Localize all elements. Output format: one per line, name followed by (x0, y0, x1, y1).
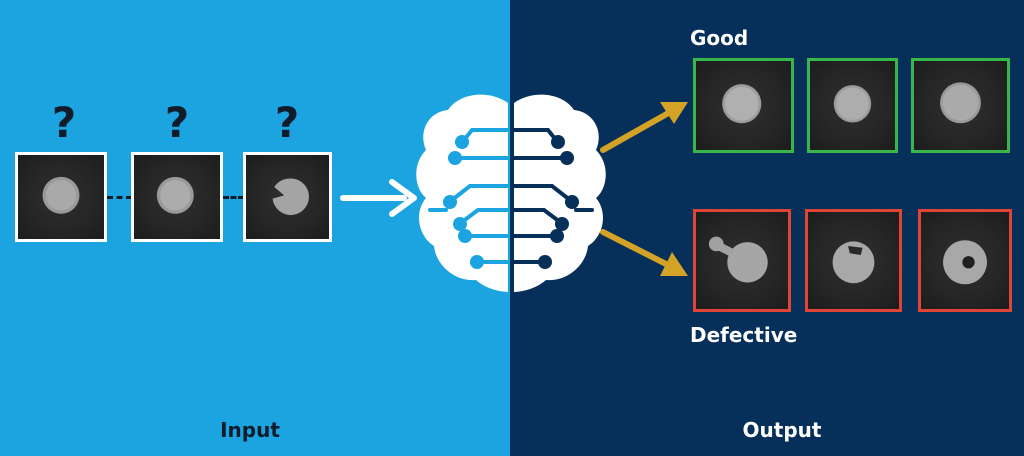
sequence-connector (223, 196, 244, 199)
pellet-image (833, 85, 872, 123)
good-sample-1 (693, 58, 794, 153)
sequence-connector (107, 196, 132, 199)
pellet-image-chipped (272, 178, 309, 215)
output-label: Output (742, 418, 822, 442)
input-sample-3 (243, 152, 332, 242)
good-sample-3 (911, 58, 1010, 153)
unknown-mark-3: ? (274, 98, 300, 147)
defective-sample-1 (693, 209, 791, 312)
input-label: Input (220, 418, 280, 442)
good-sample-2 (807, 58, 898, 153)
pellet-image (940, 82, 981, 124)
input-sample-2 (131, 152, 223, 242)
pellet-image-hole (943, 240, 987, 285)
defective-sample-2 (805, 209, 902, 312)
pellet-image (42, 176, 80, 214)
input-sample-1 (15, 152, 107, 242)
pellet-image-crack (832, 241, 875, 284)
pellet-image-protrusion (708, 236, 768, 283)
defective-label: Defective (690, 323, 798, 347)
pellet-image (156, 176, 194, 214)
unknown-mark-2: ? (164, 98, 190, 147)
unknown-mark-1: ? (51, 98, 77, 147)
good-label: Good (690, 26, 749, 50)
defective-sample-3 (918, 209, 1012, 312)
pellet-image (722, 84, 762, 124)
